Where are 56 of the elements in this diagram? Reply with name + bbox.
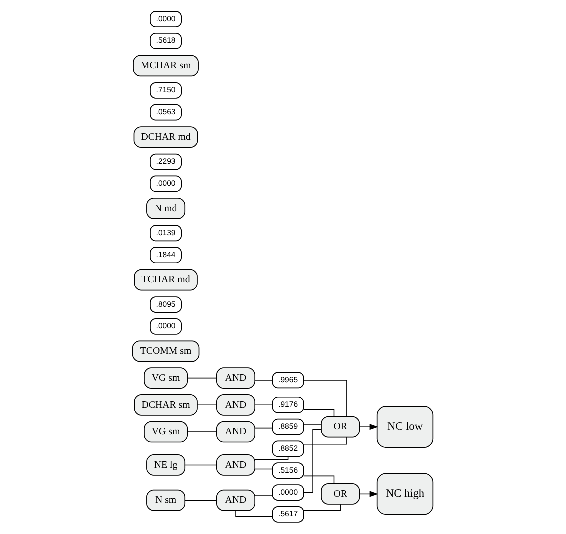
node-box: TCHAR md: [134, 269, 198, 291]
node-box: AND: [216, 421, 256, 443]
node-box: DCHAR sm: [134, 394, 198, 416]
node-box: MCHAR sm: [133, 55, 199, 77]
node-box: .1844: [150, 247, 182, 264]
arrow: [360, 491, 378, 498]
node-box: NC high: [376, 473, 434, 516]
connector: [303, 476, 335, 484]
node-box: NE lg: [146, 454, 186, 476]
node-box: .8095: [150, 296, 182, 313]
node-box: TCOMM sm: [132, 340, 200, 362]
connector: [254, 404, 273, 406]
node-box: .8859: [272, 418, 304, 436]
node-box: .9176: [272, 396, 304, 414]
connector: [236, 510, 273, 518]
node-box: .9965: [272, 372, 304, 389]
node-box: .0563: [150, 104, 182, 121]
node-box: NC low: [376, 406, 434, 448]
node-box: AND: [216, 490, 256, 512]
node-box: .7150: [150, 82, 182, 99]
connector: [303, 409, 335, 418]
connector: [304, 429, 322, 494]
node-box: N md: [146, 198, 186, 220]
connector: [184, 464, 218, 466]
node-box: .5618: [150, 33, 182, 50]
node-box: .0000: [150, 176, 182, 192]
node-box: .5617: [272, 506, 304, 523]
connector: [304, 504, 341, 512]
node-box: .8852: [272, 440, 304, 458]
connector: [304, 436, 348, 445]
connector: [254, 495, 273, 496]
node-box: AND: [216, 368, 256, 389]
connector: [254, 468, 273, 470]
connector: [304, 424, 322, 425]
connector: [254, 456, 289, 460]
connector: [184, 500, 218, 501]
node-box: .5156: [272, 462, 304, 480]
connector: [187, 378, 218, 379]
connector: [254, 428, 273, 429]
node-box: OR: [321, 484, 360, 505]
node-box: AND: [216, 394, 256, 416]
node-box: OR: [321, 416, 360, 438]
node-box: VG sm: [144, 421, 188, 443]
connector: [197, 404, 218, 406]
node-box: .2293: [150, 154, 182, 170]
node-box: AND: [216, 454, 256, 476]
arrow: [360, 424, 378, 430]
node-box: DCHAR md: [134, 126, 198, 148]
node-box: .0000: [150, 11, 182, 28]
node-box: .0139: [150, 225, 182, 242]
node-box: .0000: [272, 484, 304, 501]
connector: [254, 380, 273, 381]
connector: [304, 380, 348, 418]
node-box: .0000: [150, 318, 182, 335]
node-box: VG sm: [144, 368, 188, 389]
node-box: N sm: [146, 490, 186, 512]
